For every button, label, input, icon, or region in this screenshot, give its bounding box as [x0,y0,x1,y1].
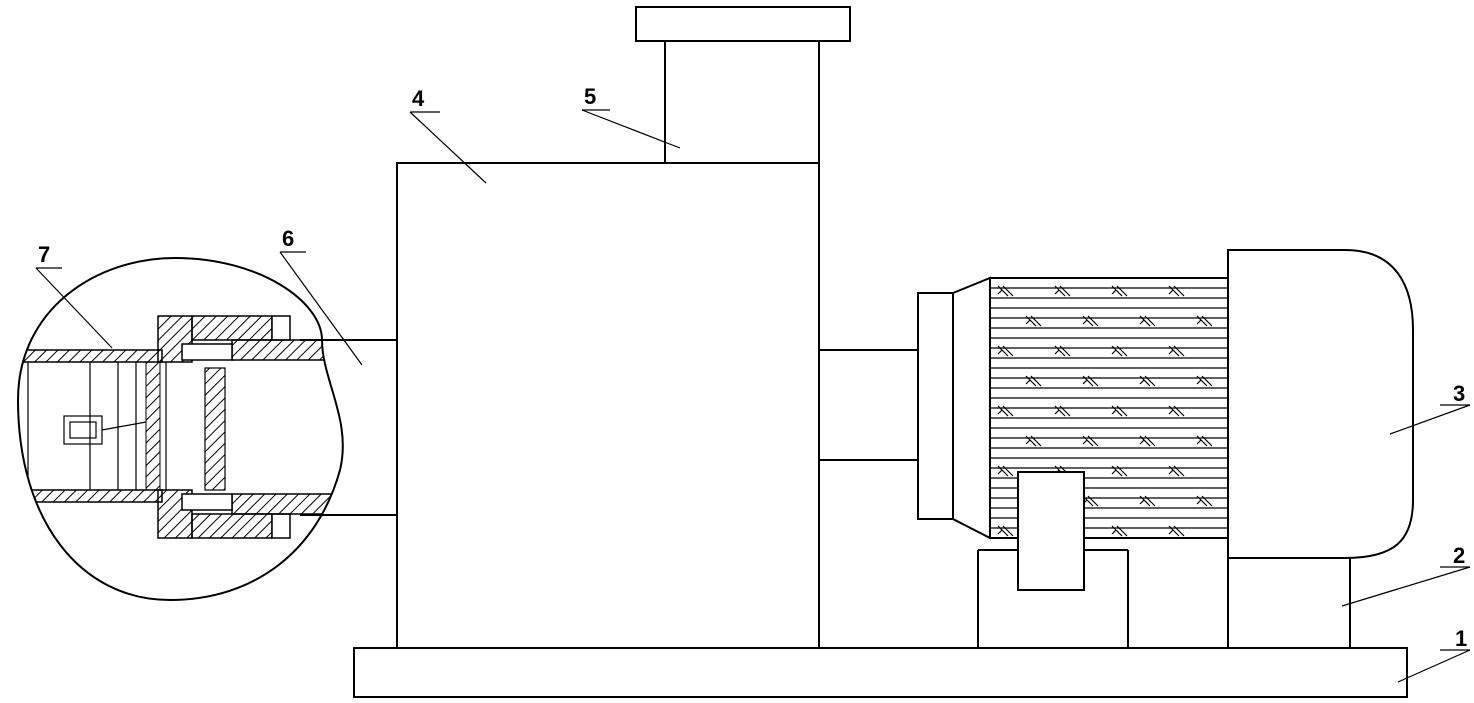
label-inlet-pipe: 6 [282,226,294,251]
outlet-flange [635,6,851,42]
base-plate [353,647,1408,698]
fin-hatch-mark [1025,315,1042,327]
fin-hatch-mark [1196,375,1213,387]
outlet-pipe [635,6,851,163]
fin-hatch-mark [1139,375,1156,387]
fin-hatch-mark [1168,405,1185,417]
fin-hatch-mark [1168,525,1185,537]
fin-hatch-mark [1082,375,1099,387]
fin-hatch-mark [1054,345,1071,357]
fin-hatch-mark [1168,345,1185,357]
label-motor: 3 [1453,381,1465,406]
label-outlet-pipe: 5 [584,84,596,109]
fin-hatch-mark [1111,405,1128,417]
fin-hatch-mark [997,345,1014,357]
fin-hatch-mark [1082,435,1099,447]
fin-hatch-mark [1025,435,1042,447]
label-base-plate: 1 [1455,626,1467,651]
fin-hatch-mark [997,285,1014,297]
fin-hatch-mark [1196,315,1213,327]
fin-hatch-mark [1111,285,1128,297]
detail-view [16,256,344,602]
fin-hatch-mark [1196,435,1213,447]
fin-hatch-mark [1054,285,1071,297]
label-motor-support: 2 [1453,543,1465,568]
fin-hatch-mark [1111,345,1128,357]
fin-hatch-mark [1082,315,1099,327]
fin-hatch-mark [997,465,1014,477]
fin-hatch-mark [1054,405,1071,417]
leader-lines [35,109,1471,683]
fin-hatch-mark [997,525,1014,537]
motor-rear-support [1227,558,1351,648]
fin-hatch-mark [1025,375,1042,387]
label-pump-body: 4 [412,86,425,111]
fin-hatch-mark [997,405,1014,417]
motor-front-support [977,549,1129,648]
label-detail-view: 7 [38,242,50,267]
fin-hatch-mark [1168,465,1185,477]
motor-housing-fins [989,277,1229,539]
motor-end-cone [952,276,991,540]
fin-hatch-mark [1139,435,1156,447]
inlet-pipe [300,339,397,516]
fin-hatch-mark [1139,315,1156,327]
drive-shaft [819,349,918,461]
motor-rear-cover [1227,249,1414,559]
fin-hatch-mark [1196,495,1213,507]
motor-flange [917,292,954,520]
fin-hatch-mark [1111,525,1128,537]
fin-hatch-mark [1139,495,1156,507]
terminal-box [1017,471,1085,591]
fin-hatch-mark [1111,465,1128,477]
fin-hatch-mark [1168,285,1185,297]
pump-body [396,162,820,649]
